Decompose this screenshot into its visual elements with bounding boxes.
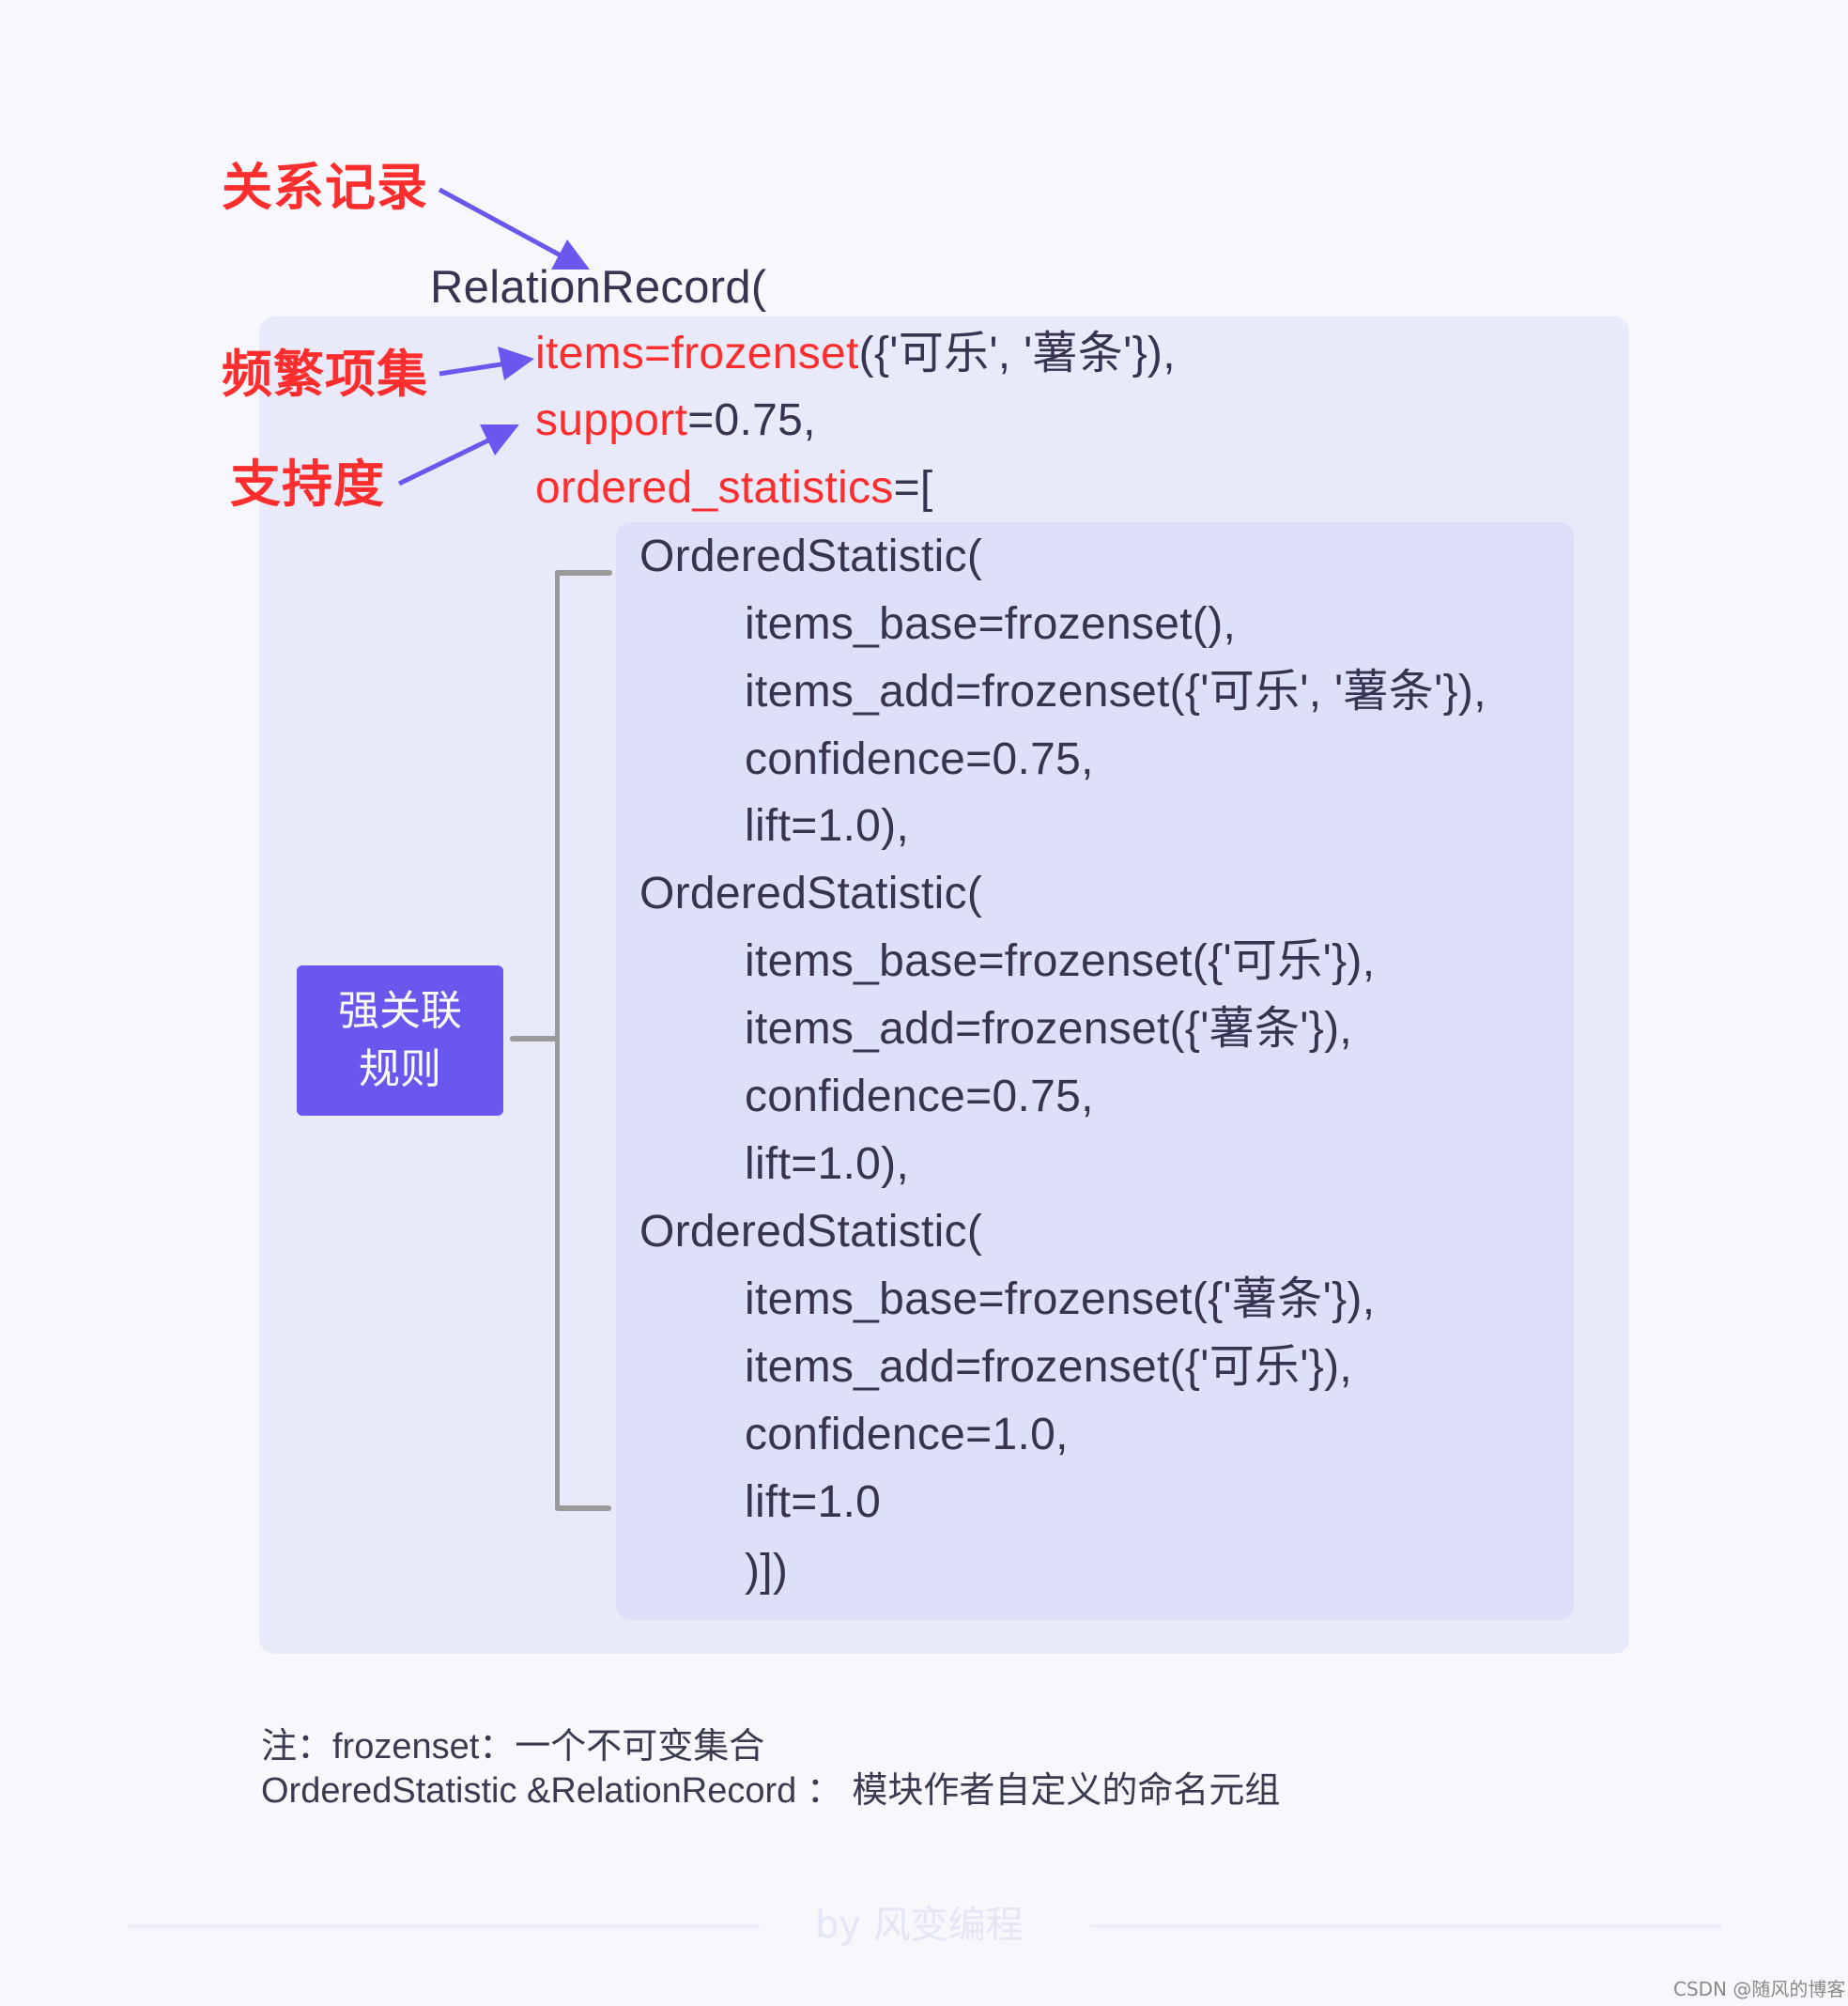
statistic-1-lift: lift=1.0),: [745, 801, 910, 851]
support-key: support: [535, 395, 688, 445]
arrow-icon-support: [397, 424, 519, 486]
annotation-arrows: [397, 187, 590, 486]
statistic-1-header: OrderedStatistic(: [639, 532, 983, 581]
statistic-3-items-base: items_base=frozenset({'薯条'}),: [745, 1274, 1376, 1324]
statistic-3-lift: lift=1.0: [745, 1477, 882, 1527]
statistic-2-lift: lift=1.0),: [745, 1139, 910, 1189]
bracket-top-line: [555, 570, 612, 576]
statistic-1-items-base: items_base=frozenset(),: [745, 599, 1237, 649]
items-line: items=frozenset({'可乐', '薯条'}),: [535, 328, 1176, 380]
footer-brand: by 风变编程: [815, 1904, 1024, 1947]
statistic-3-items-add: items_add=frozenset({'可乐'}),: [745, 1342, 1353, 1392]
ordered-statistics-value: =[: [893, 463, 933, 513]
items-key: items=frozenset: [535, 329, 859, 378]
ordered-statistics-key: ordered_statistics: [535, 463, 894, 513]
note-frozenset: 注：frozenset：一个不可变集合: [261, 1727, 765, 1767]
statistic-3-header: OrderedStatistic(: [639, 1207, 983, 1257]
statistic-3-confidence: confidence=1.0,: [745, 1410, 1069, 1459]
rule-node-line-2: 规则: [359, 1045, 441, 1093]
relation-record-label: 关系记录: [222, 158, 428, 217]
ordered-statistics-container: [616, 522, 1574, 1620]
statistic-2-items-base: items_base=frozenset({'可乐'}),: [745, 936, 1376, 986]
ordered-statistics-line: ordered_statistics=[: [535, 462, 933, 515]
note-named-tuple: OrderedStatistic &RelationRecord ： 模块作者自…: [261, 1771, 1281, 1811]
support-label: 支持度: [230, 455, 385, 514]
footer-divider-left: [128, 1924, 760, 1928]
arrow-icon-frequent-itemset: [439, 347, 534, 380]
relation-record-header: RelationRecord(: [430, 262, 767, 313]
statistic-2-items-add: items_add=frozenset({'薯条'}),: [745, 1004, 1353, 1054]
support-value: =0.75,: [687, 395, 816, 445]
csdn-watermark: CSDN @随风的博客: [1673, 1978, 1846, 2000]
footer-divider-right: [1090, 1924, 1722, 1928]
strong-association-rule-node: 强关联 规则: [297, 965, 503, 1116]
closing-brackets: )]): [745, 1546, 789, 1596]
statistic-1-confidence: confidence=0.75,: [745, 734, 1094, 784]
bracket-bottom-line: [557, 1505, 611, 1511]
rule-node-line-1: 强关联: [338, 987, 462, 1035]
statistic-2-confidence: confidence=0.75,: [745, 1072, 1094, 1121]
bracket-connector-line: [510, 1036, 559, 1042]
support-line: support=0.75,: [535, 394, 816, 447]
statistic-1-items-add: items_add=frozenset({'可乐', '薯条'}),: [745, 667, 1486, 717]
items-value: ({'可乐', '薯条'}),: [858, 329, 1176, 378]
arrow-icon-relation-record: [438, 187, 590, 270]
statistic-2-header: OrderedStatistic(: [639, 869, 983, 918]
frequent-itemset-label: 频繁项集: [222, 345, 428, 404]
